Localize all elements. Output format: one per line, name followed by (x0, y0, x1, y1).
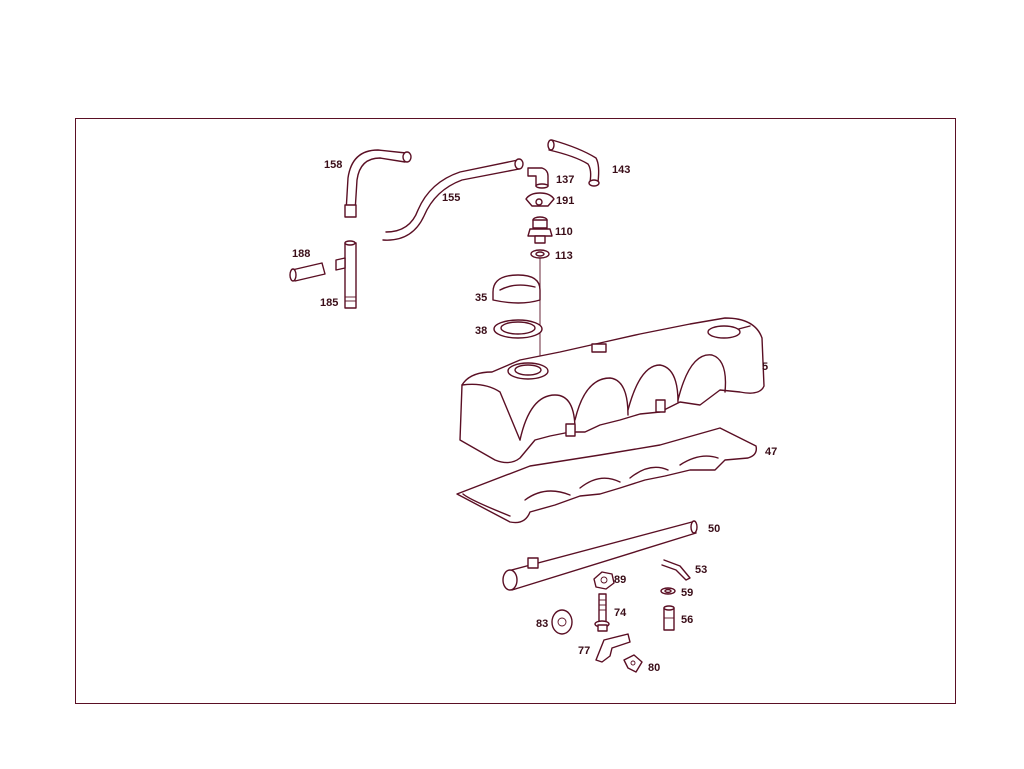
label-185: 185 (320, 297, 338, 309)
label-74: 74 (614, 607, 627, 619)
label-50: 50 (708, 523, 720, 535)
label-113: 113 (555, 250, 573, 262)
cap-191[interactable] (525, 192, 555, 207)
label-53: 53 (695, 564, 707, 576)
clip-80[interactable] (623, 654, 643, 673)
cylinder-head-cover-5[interactable] (459, 317, 765, 464)
elbow-fitting-137[interactable] (527, 167, 549, 189)
sleeve-188[interactable] (289, 262, 326, 282)
clip-53[interactable] (661, 559, 691, 581)
t-pipe-185[interactable] (335, 240, 357, 309)
washer-113[interactable] (530, 249, 550, 259)
label-110: 110 (555, 226, 573, 238)
hose-143[interactable] (547, 139, 600, 187)
stud-bolt-74[interactable] (594, 593, 610, 632)
label-89: 89 (614, 574, 626, 586)
label-158: 158 (324, 159, 342, 171)
diagram-frame (75, 118, 956, 704)
label-59: 59 (681, 587, 693, 599)
tube-50[interactable] (502, 520, 698, 591)
label-47: 47 (765, 446, 777, 458)
hose-158[interactable] (344, 149, 412, 218)
bolt-56[interactable] (663, 605, 675, 631)
label-5: 5 (762, 361, 768, 373)
grommet-83[interactable] (551, 609, 573, 635)
label-155: 155 (442, 192, 460, 204)
label-38: 38 (475, 325, 487, 337)
washer-59[interactable] (660, 587, 676, 595)
bracket-77[interactable] (595, 633, 631, 663)
gasket-47[interactable] (456, 427, 758, 524)
label-83: 83 (536, 618, 548, 630)
oil-filler-cap-35[interactable] (492, 274, 541, 304)
label-56: 56 (681, 614, 693, 626)
label-137: 137 (556, 174, 574, 186)
hose-155[interactable] (382, 158, 524, 241)
fitting-110[interactable] (527, 216, 553, 244)
label-143: 143 (612, 164, 630, 176)
label-77: 77 (578, 645, 590, 657)
nut-89[interactable] (593, 571, 615, 590)
label-80: 80 (648, 662, 660, 674)
seal-ring-38[interactable] (493, 319, 543, 339)
label-35: 35 (475, 292, 487, 304)
label-191: 191 (556, 195, 574, 207)
label-188: 188 (292, 248, 310, 260)
